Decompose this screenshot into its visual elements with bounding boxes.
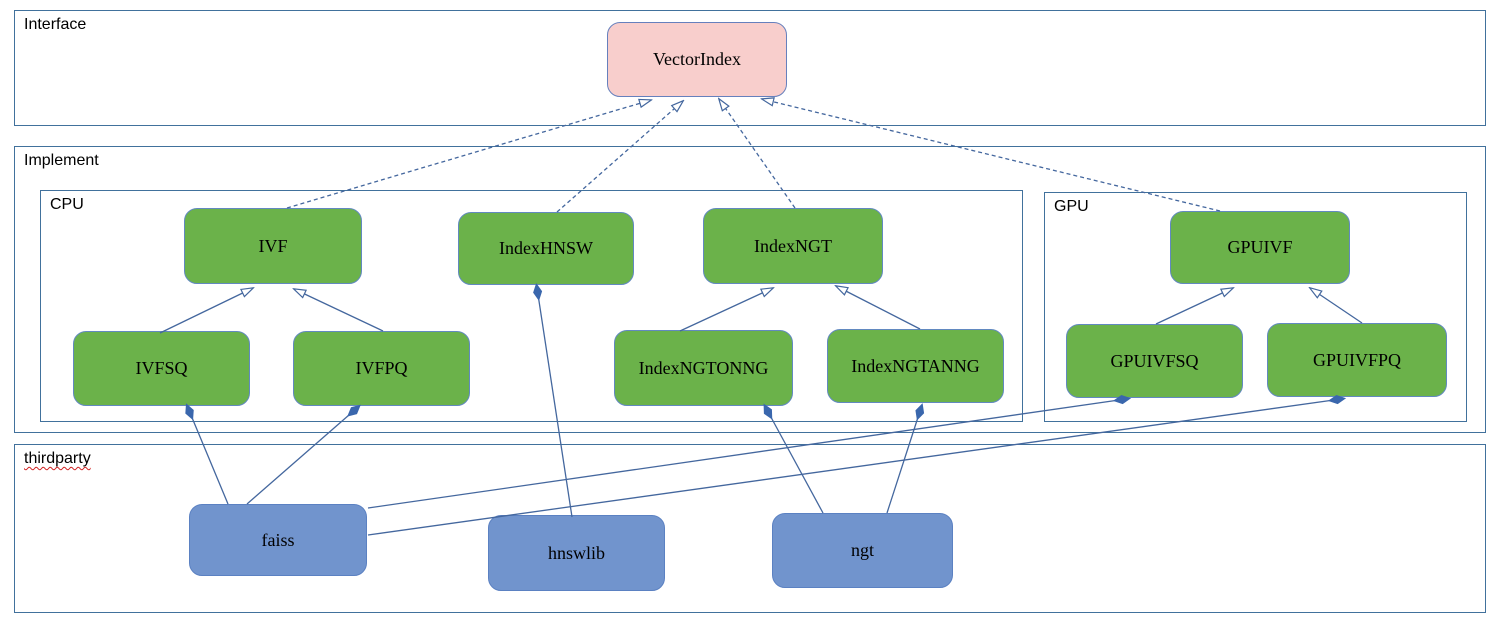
node-vectorindex-label: VectorIndex: [653, 49, 741, 69]
node-ivf[interactable]: IVF: [184, 208, 362, 284]
node-hnswlib[interactable]: hnswlib: [488, 515, 665, 591]
node-faiss[interactable]: faiss: [189, 504, 367, 576]
node-indexhnsw[interactable]: IndexHNSW: [458, 212, 634, 285]
node-ivfsq-label: IVFSQ: [135, 358, 188, 378]
node-ngt[interactable]: ngt: [772, 513, 953, 588]
node-gpuivfpq-label: GPUIVFPQ: [1312, 349, 1402, 370]
node-indexngtonng[interactable]: IndexNGTONNG: [614, 330, 793, 406]
node-gpuivfsq[interactable]: GPUIVFSQ: [1066, 324, 1243, 398]
node-faiss-label: faiss: [261, 529, 295, 550]
node-vectorindex[interactable]: VectorIndex: [607, 22, 787, 97]
node-gpuivfsq-label: GPUIVFSQ: [1110, 350, 1199, 371]
node-ngt-label: ngt: [850, 540, 874, 560]
frame-interface-label: Interface: [24, 16, 87, 33]
frame-implement-label: Implement: [24, 152, 99, 169]
node-gpuivf-label: GPUIVF: [1227, 237, 1293, 257]
node-ivf-label: IVF: [258, 235, 288, 256]
frame-thirdparty-label: thirdparty: [24, 450, 91, 467]
node-gpuivf[interactable]: GPUIVF: [1170, 211, 1350, 284]
node-ivfsq[interactable]: IVFSQ: [73, 331, 250, 406]
node-hnswlib-label: hnswlib: [547, 542, 605, 563]
node-indexngtanng[interactable]: IndexNGTANNG: [827, 329, 1004, 403]
node-indexhnsw-label: IndexHNSW: [499, 238, 593, 258]
node-indexngtanng-label: IndexNGTANNG: [851, 355, 980, 376]
node-gpuivfpq[interactable]: GPUIVFPQ: [1267, 323, 1447, 397]
node-ivfpq[interactable]: IVFPQ: [293, 331, 470, 406]
frame-cpu-label: CPU: [50, 196, 84, 213]
node-indexngt[interactable]: IndexNGT: [703, 208, 883, 284]
node-indexngt-label: IndexNGT: [754, 235, 832, 256]
node-ivfpq-label: IVFPQ: [355, 358, 408, 378]
node-indexngtonng-label: IndexNGTONNG: [638, 357, 769, 378]
frame-gpu-label: GPU: [1054, 198, 1089, 215]
